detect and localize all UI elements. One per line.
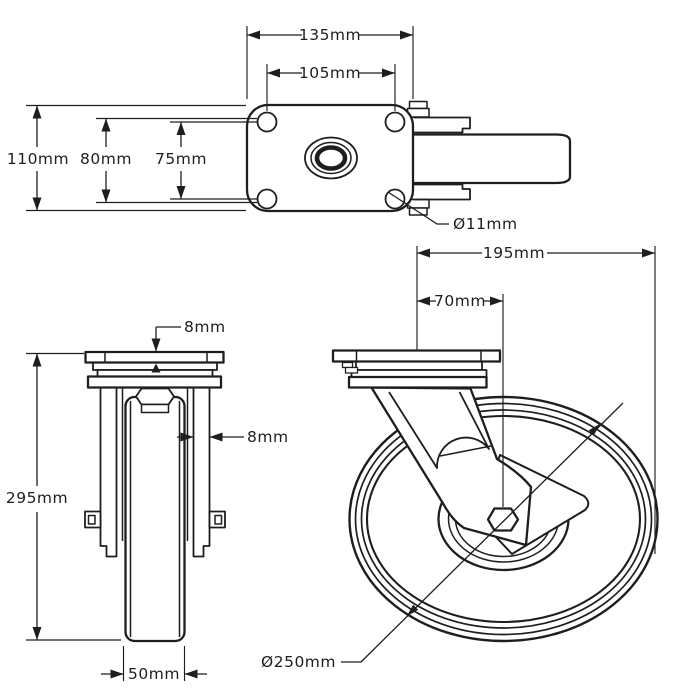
dim-bolt-spacing-depth-max: 80mm <box>80 117 257 204</box>
top-plate-front <box>84 350 225 364</box>
overall-height-label: 295mm <box>6 489 68 507</box>
mounting-plate <box>245 103 415 213</box>
plate-thickness-label: 8mm <box>184 318 226 336</box>
dim-bolt-spacing-depth: 75mm <box>155 121 258 200</box>
bolt-hole-top-left <box>256 111 278 133</box>
dim-swivel-offset: 70mm <box>417 292 504 507</box>
fork-leg-left <box>99 387 118 558</box>
wheel-top-silhouette <box>414 133 572 185</box>
kingpin-washer-front <box>140 403 170 414</box>
caster-front-view: 295mm 8mm 8mm 50mm <box>6 318 289 683</box>
fork-leg-thickness-label: 8mm <box>247 428 289 446</box>
dim-fork-leg-thickness: 8mm <box>177 428 289 446</box>
top-plate-view: 135mm 105mm 110mm 80mm 7 <box>7 26 572 233</box>
kingpin-nut-front <box>135 387 175 406</box>
swivel-raceway-side-upper <box>355 360 483 371</box>
kingpin-boss <box>304 136 358 180</box>
dim-overall-height: 295mm <box>6 352 121 641</box>
dim-bolt-spacing-width: 105mm <box>266 64 396 111</box>
bolt-hole-bottom-right <box>384 188 406 210</box>
bolt-spacing-width-label: 105mm <box>299 64 361 82</box>
dim-plate-width: 135mm <box>246 26 414 99</box>
bolt-hole-bottom-left <box>256 188 278 210</box>
dim-bolt-hole-diameter: Ø11mm <box>387 191 518 233</box>
wheel-front <box>124 395 186 643</box>
fork-crease-line <box>439 445 492 457</box>
plate-width-label: 135mm <box>299 26 361 44</box>
bolt-hole-diameter-label: Ø11mm <box>453 215 518 233</box>
bolt-hole-top-right <box>384 111 406 133</box>
wheel-width-label: 50mm <box>128 665 180 683</box>
overall-swivel-length-label: 195mm <box>483 244 545 262</box>
swivel-clip-top <box>408 100 428 110</box>
dim-plate-depth: 110mm <box>7 104 246 212</box>
fork-leg-top <box>413 116 471 134</box>
plate-depth-label: 110mm <box>7 150 69 168</box>
fork-crown-front <box>86 375 223 389</box>
top-view-wheel-assembly <box>406 100 572 216</box>
grease-fitting <box>341 361 359 374</box>
fork-leg-bottom <box>413 183 471 201</box>
swivel-offset-label: 70mm <box>434 292 486 310</box>
dim-wheel-diameter: Ø250mm <box>261 402 624 671</box>
dim-wheel-width: 50mm <box>101 646 207 683</box>
fork-leg-right <box>192 387 211 558</box>
fork-slot <box>388 391 490 469</box>
top-plate-side <box>331 349 502 363</box>
bolt-spacing-depth-label: 75mm <box>155 150 207 168</box>
axle-nut-right <box>208 510 226 529</box>
axle-nut-left <box>84 510 102 529</box>
wheel-diameter-label: Ø250mm <box>261 653 336 671</box>
bolt-spacing-depth-max-label: 80mm <box>80 150 132 168</box>
dim-plate-thickness: 8mm <box>151 318 226 373</box>
fork-crown-side <box>347 375 488 389</box>
caster-side-view: 195mm 70mm Ø250mm <box>261 244 659 671</box>
